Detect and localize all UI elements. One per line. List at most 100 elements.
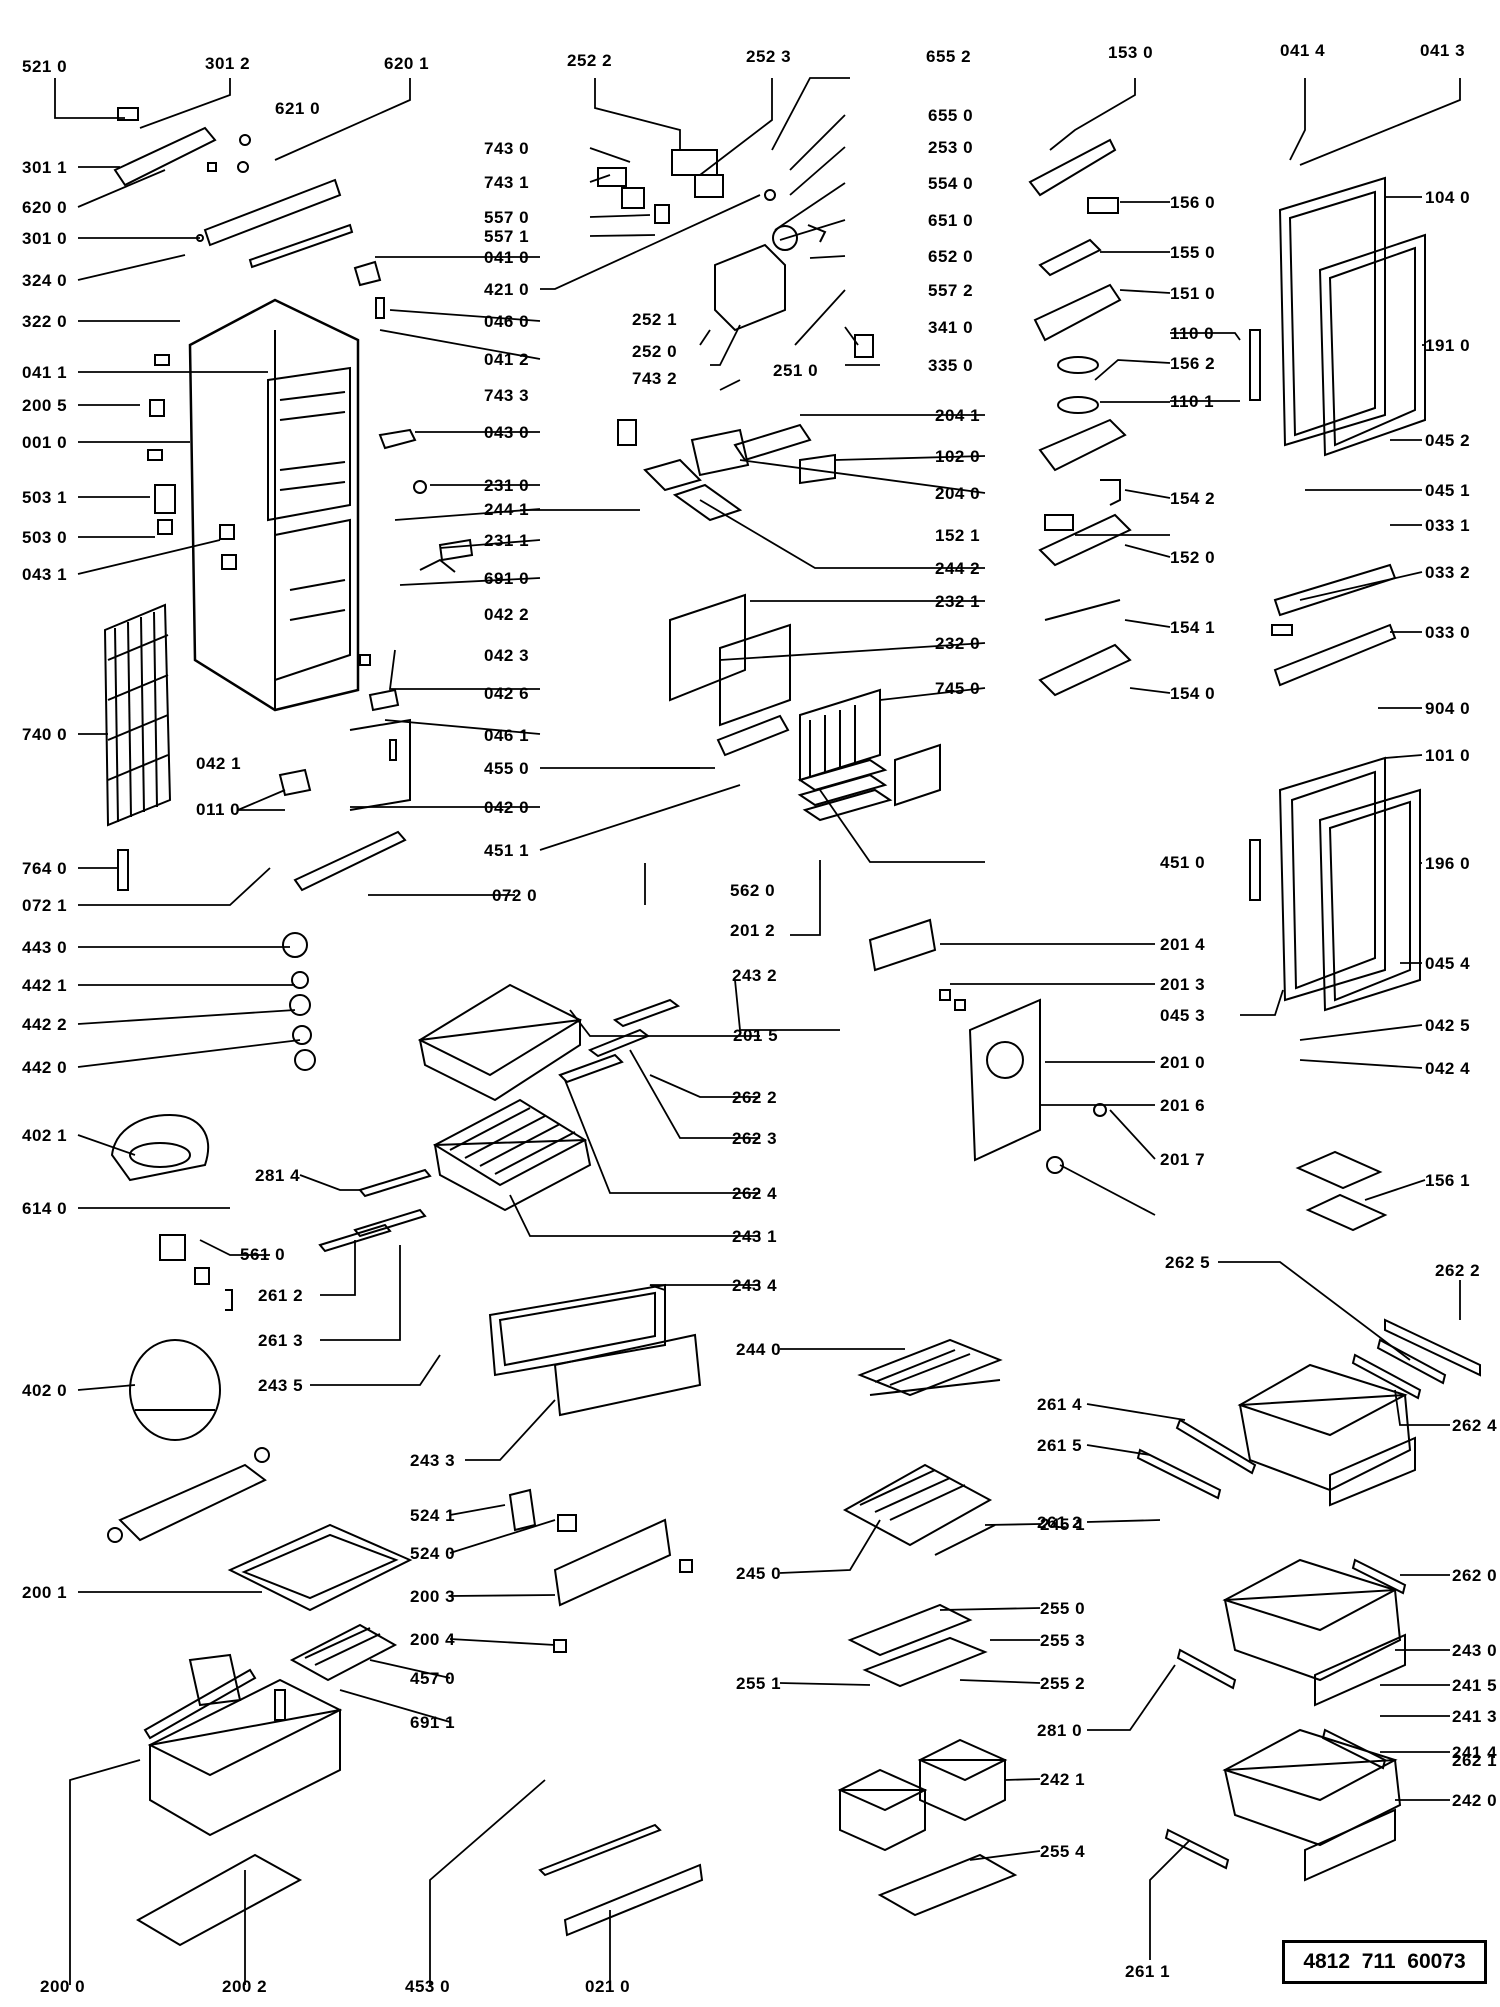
part-label-4422: 442 2 <box>22 1015 68 1034</box>
document-number: 4812 711 60073 <box>1282 1940 1487 1984</box>
part-label-2810: 281 0 <box>1037 1721 1083 1740</box>
part-label-2435: 243 5 <box>258 1376 304 1395</box>
part-label-6200: 620 0 <box>22 198 68 217</box>
part-label-0431: 043 1 <box>22 565 68 584</box>
grille-4570 <box>289 1623 398 1682</box>
part-label-6911: 691 1 <box>410 1713 456 1732</box>
part-label-4420: 442 0 <box>22 1058 68 1077</box>
part-label-6510: 651 0 <box>928 211 974 230</box>
part-label-0451: 045 1 <box>1425 481 1471 500</box>
part-label-0412: 041 2 <box>484 350 530 369</box>
part-label-2623: 262 3 <box>732 1129 778 1148</box>
part-label-2612: 261 2 <box>258 1286 304 1305</box>
part-label-1541: 154 1 <box>1170 618 1216 637</box>
part-label-1510: 151 0 <box>1170 284 1216 303</box>
crisper-drawer-2432 <box>417 983 583 1102</box>
part-label-9040: 904 0 <box>1425 699 1471 718</box>
fan-cover-2010 <box>868 918 1107 1174</box>
rails-center <box>318 998 681 1253</box>
part-label-2614: 261 4 <box>1037 1395 1083 1414</box>
light-parts <box>617 419 836 522</box>
part-label-2010: 201 0 <box>1160 1053 1206 1072</box>
part-label-2622-b: 262 2 <box>1435 1261 1481 1280</box>
part-label-7433: 743 3 <box>484 386 530 405</box>
door-bins <box>1028 138 1132 697</box>
part-label-5620: 562 0 <box>730 881 776 900</box>
part-label-2311: 231 1 <box>484 531 530 550</box>
part-label-6550: 655 0 <box>928 106 974 125</box>
part-label-4510: 451 0 <box>1160 853 1206 872</box>
part-label-0410: 041 0 <box>484 248 530 267</box>
condenser <box>103 603 172 891</box>
part-label-2321: 232 1 <box>935 592 981 611</box>
part-label-2451: 245 1 <box>1040 1515 1086 1534</box>
part-label-5030: 503 0 <box>22 528 68 547</box>
part-label-2012: 201 2 <box>730 921 776 940</box>
part-label-0331: 033 1 <box>1425 516 1471 535</box>
part-label-2441: 244 1 <box>484 500 530 519</box>
part-label-1101: 110 1 <box>1170 392 1215 411</box>
evaporator-7450 <box>797 688 941 822</box>
part-label-1560: 156 0 <box>1170 193 1216 212</box>
part-label-0424: 042 4 <box>1425 1059 1471 1078</box>
part-label-2041: 204 1 <box>935 406 981 425</box>
part-label-5571: 557 1 <box>484 227 530 246</box>
part-label-2420: 242 0 <box>1452 1791 1498 1810</box>
part-label-2430: 243 0 <box>1452 1641 1498 1660</box>
part-label-5240: 524 0 <box>410 1544 456 1563</box>
part-label-0421: 042 1 <box>196 754 242 773</box>
part-label-2611: 261 1 <box>1125 1962 1171 1981</box>
drawer-front-2434 <box>488 1283 702 1417</box>
part-label-0010: 001 0 <box>22 433 68 452</box>
part-label-3350: 335 0 <box>928 356 974 375</box>
part-label-2530: 253 0 <box>928 138 974 157</box>
drip-tray-2001 <box>227 1523 413 1612</box>
freezer-rails <box>1136 1318 1481 1870</box>
part-label-1540: 154 0 <box>1170 684 1216 703</box>
part-label-2613: 261 3 <box>258 1331 304 1350</box>
freezer-gasket-1960 <box>1318 788 1421 1012</box>
part-label-4511: 451 1 <box>484 841 530 860</box>
part-label-2016: 201 6 <box>1160 1096 1206 1115</box>
part-label-2510: 251 0 <box>773 361 819 380</box>
part-label-6910: 691 0 <box>484 569 530 588</box>
part-label-2553: 255 3 <box>1040 1631 1086 1650</box>
part-label-2433: 243 3 <box>410 1451 456 1470</box>
part-label-2017: 201 7 <box>1160 1150 1206 1169</box>
control-box-2003 <box>508 1488 693 1653</box>
part-label-1960: 196 0 <box>1425 854 1471 873</box>
part-label-2814: 281 4 <box>255 1166 301 1185</box>
part-label-0452: 045 2 <box>1425 431 1471 450</box>
part-label-1562: 156 2 <box>1170 354 1216 373</box>
part-label-1542: 154 2 <box>1170 489 1216 508</box>
part-label-5210: 521 0 <box>22 57 68 76</box>
part-label-2521: 252 1 <box>632 310 678 329</box>
part-label-4550: 455 0 <box>484 759 530 778</box>
ice-tray-1561 <box>1295 1150 1388 1232</box>
part-label-2432: 243 2 <box>732 966 778 985</box>
part-label-0720: 072 0 <box>492 886 538 905</box>
part-label-4020: 402 0 <box>22 1381 68 1400</box>
part-label-2003: 200 3 <box>410 1587 456 1606</box>
part-label-2001: 200 1 <box>22 1583 68 1602</box>
part-label-0420: 042 0 <box>484 798 530 817</box>
part-label-4570: 457 0 <box>410 1669 456 1688</box>
part-label-1100: 110 0 <box>1170 324 1215 343</box>
part-label-6210: 621 0 <box>275 99 321 118</box>
part-label-1910: 191 0 <box>1425 336 1471 355</box>
evaporator-parts <box>278 428 474 811</box>
part-label-4430: 443 0 <box>22 938 68 957</box>
part-label-2421: 242 1 <box>1040 1770 1086 1789</box>
part-label-2015: 201 5 <box>733 1026 779 1045</box>
part-label-2000: 200 0 <box>40 1977 86 1996</box>
part-label-7450: 745 0 <box>935 679 981 698</box>
part-label-2554: 255 4 <box>1040 1842 1086 1861</box>
fan-and-motor <box>282 932 316 1071</box>
part-label-2551: 255 1 <box>736 1674 782 1693</box>
part-label-2310: 231 0 <box>484 476 530 495</box>
part-label-1010: 101 0 <box>1425 746 1471 765</box>
part-label-2550: 255 0 <box>1040 1599 1086 1618</box>
part-label-1521: 152 1 <box>935 526 981 545</box>
